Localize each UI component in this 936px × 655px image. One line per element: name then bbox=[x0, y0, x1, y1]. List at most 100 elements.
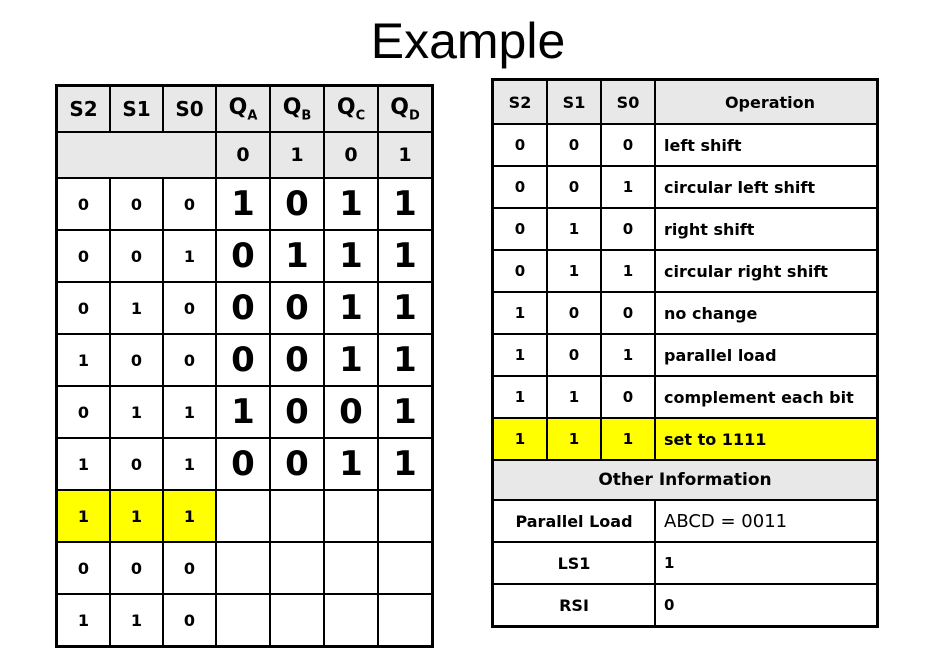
select-bit-cell: 1 bbox=[55, 489, 111, 543]
other-info-value: 0 bbox=[654, 583, 879, 628]
q-output-cell bbox=[215, 541, 271, 595]
operation-label-cell: set to 1111 bbox=[654, 417, 879, 461]
select-bit-cell: 0 bbox=[600, 123, 656, 167]
select-bit-cell: 0 bbox=[55, 281, 111, 335]
operation-label-cell: complement each bit bbox=[654, 375, 879, 419]
q-output-cell: 0 bbox=[269, 281, 325, 335]
q-output-cell bbox=[215, 593, 271, 648]
select-bit-cell: 0 bbox=[162, 593, 217, 648]
select-bit-cell: 0 bbox=[109, 177, 164, 231]
q-output-cell bbox=[269, 489, 325, 543]
select-bit-cell: 1 bbox=[546, 417, 602, 461]
select-bit-cell: 1 bbox=[162, 385, 217, 439]
initial-q-value: 0 bbox=[323, 131, 379, 179]
q-output-cell: 1 bbox=[377, 333, 434, 387]
initial-state-select-blank bbox=[55, 131, 217, 179]
q-output-cell: 1 bbox=[377, 437, 434, 491]
select-bit-cell: 1 bbox=[600, 333, 656, 377]
select-bit-cell: 0 bbox=[109, 333, 164, 387]
select-bit-cell: 0 bbox=[162, 333, 217, 387]
q-output-cell: 1 bbox=[269, 229, 325, 283]
column-header-operation: Operation bbox=[654, 78, 879, 125]
select-bit-cell: 1 bbox=[109, 385, 164, 439]
operation-label-cell: left shift bbox=[654, 123, 879, 167]
q-output-cell bbox=[323, 541, 379, 595]
q-output-cell: 1 bbox=[323, 333, 379, 387]
q-output-cell: 0 bbox=[215, 229, 271, 283]
q-output-cell: 1 bbox=[377, 385, 434, 439]
select-bit-cell: 0 bbox=[491, 249, 548, 293]
q-output-cell bbox=[215, 489, 271, 543]
select-bit-cell: 1 bbox=[55, 333, 111, 387]
q-output-cell: 1 bbox=[323, 177, 379, 231]
select-bit-cell: 1 bbox=[109, 593, 164, 648]
operation-label-cell: right shift bbox=[654, 207, 879, 251]
column-header-qc: QC bbox=[323, 84, 379, 133]
select-bit-cell: 0 bbox=[546, 333, 602, 377]
operation-label-cell: parallel load bbox=[654, 333, 879, 377]
select-bit-cell: 1 bbox=[491, 375, 548, 419]
select-bit-cell: 1 bbox=[546, 249, 602, 293]
column-header-s1: S1 bbox=[109, 84, 164, 133]
column-header-s0: S0 bbox=[162, 84, 217, 133]
operation-label-cell: no change bbox=[654, 291, 879, 335]
column-header-s1: S1 bbox=[546, 78, 602, 125]
q-output-cell: 0 bbox=[269, 177, 325, 231]
select-bit-cell: 1 bbox=[491, 417, 548, 461]
q-output-cell bbox=[323, 593, 379, 648]
select-bit-cell: 1 bbox=[162, 229, 217, 283]
column-header-qd: QD bbox=[377, 84, 434, 133]
q-output-cell: 0 bbox=[269, 437, 325, 491]
q-output-cell bbox=[269, 541, 325, 595]
select-bit-cell: 0 bbox=[55, 177, 111, 231]
select-bit-cell: 1 bbox=[491, 291, 548, 335]
other-info-label: LS1 bbox=[491, 541, 656, 585]
q-output-cell: 1 bbox=[377, 229, 434, 283]
select-bit-cell: 0 bbox=[546, 165, 602, 209]
select-bit-cell: 1 bbox=[162, 489, 217, 543]
other-info-value: 1 bbox=[654, 541, 879, 585]
q-output-cell: 1 bbox=[215, 385, 271, 439]
select-bit-cell: 1 bbox=[600, 165, 656, 209]
other-info-label: RSI bbox=[491, 583, 656, 628]
select-bit-cell: 0 bbox=[546, 291, 602, 335]
q-output-cell: 0 bbox=[269, 385, 325, 439]
select-bit-cell: 1 bbox=[546, 375, 602, 419]
select-bit-cell: 1 bbox=[600, 417, 656, 461]
other-info-value: ABCD = 0011 bbox=[654, 499, 879, 543]
column-header-qb: QB bbox=[269, 84, 325, 133]
select-bit-cell: 0 bbox=[491, 123, 548, 167]
q-output-cell: 1 bbox=[377, 177, 434, 231]
operation-label-cell: circular right shift bbox=[654, 249, 879, 293]
column-header-qa: QA bbox=[215, 84, 271, 133]
select-bit-cell: 1 bbox=[600, 249, 656, 293]
q-output-cell: 0 bbox=[323, 385, 379, 439]
select-bit-cell: 0 bbox=[600, 375, 656, 419]
other-information-header-row: Other Information bbox=[491, 459, 879, 501]
select-bit-cell: 0 bbox=[55, 229, 111, 283]
select-bit-cell: 1 bbox=[55, 437, 111, 491]
select-bit-cell: 0 bbox=[109, 229, 164, 283]
q-output-cell: 1 bbox=[323, 281, 379, 335]
q-output-cell bbox=[269, 593, 325, 648]
